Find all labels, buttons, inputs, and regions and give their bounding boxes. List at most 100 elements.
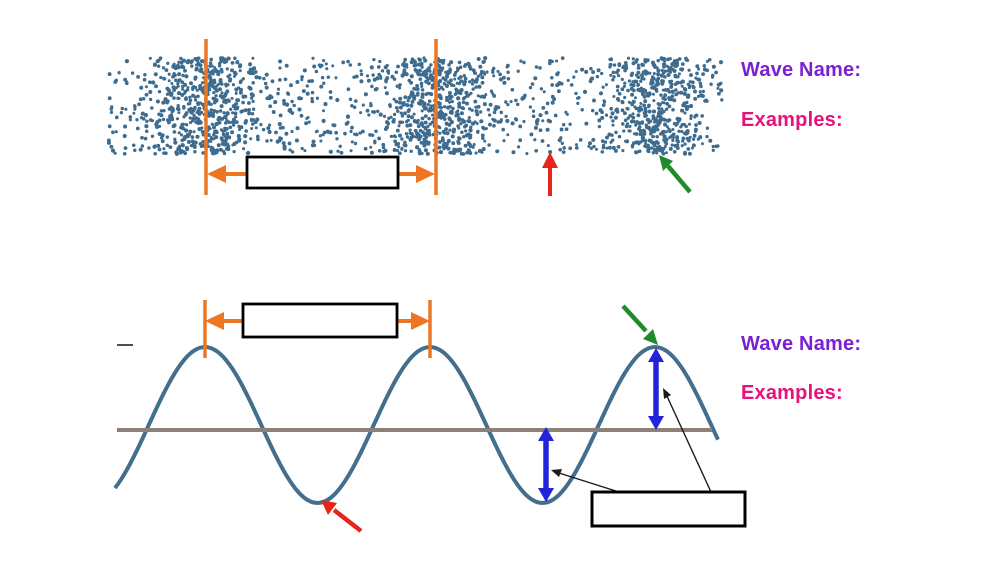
gas-particle-dot <box>655 89 659 93</box>
gas-particle-dot <box>608 57 612 61</box>
gas-particle-dot <box>167 79 171 83</box>
gas-particle-dot <box>399 111 403 115</box>
gas-particle-dot <box>369 150 374 155</box>
gas-particle-dot <box>462 135 466 139</box>
gas-particle-dot <box>148 97 153 102</box>
gas-particle-dot <box>409 115 414 120</box>
compression-pointer-arrow <box>659 155 692 194</box>
gas-particle-dot <box>613 148 618 153</box>
gas-particle-dot <box>297 107 302 112</box>
gas-particle-dot <box>511 150 516 155</box>
gas-particle-dot <box>213 129 217 134</box>
gas-particle-dot <box>114 130 118 134</box>
gas-particle-dot <box>656 68 661 73</box>
gas-particle-dot <box>418 68 422 72</box>
gas-particle-dot <box>220 95 225 100</box>
gas-particle-dot <box>276 91 280 96</box>
gas-particle-dot <box>677 129 681 133</box>
wavelength-answer-box-bottom[interactable] <box>241 302 399 339</box>
gas-particle-dot <box>460 130 464 135</box>
gas-particle-dot <box>288 109 293 114</box>
gas-particle-dot <box>623 95 627 100</box>
gas-particle-dot <box>180 122 185 127</box>
gas-particle-dot <box>441 87 445 91</box>
gas-particle-dot <box>438 79 443 84</box>
gas-particle-dot <box>452 151 456 156</box>
gas-particle-dot <box>483 139 487 143</box>
gas-particle-dot <box>656 141 660 145</box>
gas-particle-dot <box>365 108 370 113</box>
wave-name-label-bottom: Wave Name: <box>741 333 862 355</box>
gas-particle-dot <box>518 138 523 143</box>
gas-particle-dot <box>620 87 625 92</box>
gas-particle-dot <box>597 118 602 123</box>
gas-particle-dot <box>128 118 132 122</box>
gas-particle-dot <box>218 109 223 113</box>
gas-particle-dot <box>628 124 632 128</box>
gas-particle-dot <box>207 102 211 106</box>
wavelength-arrow-bottom-head-left <box>205 312 224 330</box>
wave-name-label-top: Wave Name: <box>741 59 862 81</box>
gas-particle-dot <box>166 61 170 65</box>
gas-particle-dot <box>214 69 219 74</box>
gas-particle-dot <box>439 109 443 114</box>
gas-particle-dot <box>402 101 406 105</box>
gas-particle-dot <box>480 75 485 80</box>
gas-particle-dot <box>416 118 420 123</box>
gas-particle-dot <box>182 137 187 141</box>
gas-particle-dot <box>708 138 713 143</box>
gas-particle-dot <box>269 138 273 142</box>
gas-particle-dot <box>212 91 216 95</box>
gas-particle-dot <box>689 117 693 121</box>
gas-particle-dot <box>181 73 185 78</box>
gas-particle-dot <box>510 121 515 126</box>
amplitude-arrow-crest-head-top <box>648 348 664 362</box>
gas-particle-dot <box>365 74 370 78</box>
gas-particle-dot <box>183 91 187 95</box>
gas-particle-dot <box>447 94 452 98</box>
gas-particle-dot <box>422 56 426 60</box>
gas-particle-dot <box>409 103 414 108</box>
gas-particle-dot <box>416 124 421 129</box>
gas-particle-dot <box>359 111 363 115</box>
gas-particle-dot <box>161 100 166 105</box>
gas-particle-dot <box>274 130 278 135</box>
gas-particle-dot <box>185 134 190 139</box>
gas-particle-dot <box>691 143 696 148</box>
gas-particle-dot <box>667 118 672 122</box>
gas-particle-dot <box>268 104 273 109</box>
gas-particle-dot <box>525 152 529 156</box>
gas-particle-dot <box>248 67 253 72</box>
gas-particle-dot <box>170 82 174 85</box>
gas-particle-dot <box>196 94 200 99</box>
gas-particle-dot <box>107 96 112 101</box>
gas-particle-dot <box>671 138 675 143</box>
gas-particle-dot <box>442 81 447 86</box>
gas-particle-dot <box>185 60 190 65</box>
gas-particle-dot <box>680 130 684 134</box>
gas-particle-dot <box>324 62 328 66</box>
gas-particle-dot <box>476 74 480 78</box>
gas-particle-dot <box>408 137 413 142</box>
gas-particle-dot <box>681 136 686 141</box>
gas-particle-dot <box>239 79 243 84</box>
gas-particle-dot <box>457 136 461 140</box>
gas-particle-dot <box>402 68 407 72</box>
gas-particle-dot <box>178 150 183 155</box>
gas-particle-dot <box>448 67 452 71</box>
gas-particle-dot <box>449 60 454 65</box>
gas-particle-dot <box>592 144 596 149</box>
gas-particle-dot <box>344 121 349 126</box>
gas-particle-dot <box>184 74 189 79</box>
gas-particle-dot <box>243 134 248 139</box>
gas-particle-dot <box>569 83 574 87</box>
gas-particle-dot <box>531 114 536 119</box>
amplitude-answer-box[interactable] <box>590 490 747 528</box>
gas-particle-dot <box>250 126 254 131</box>
gas-particle-dot <box>192 144 197 149</box>
gas-particle-dot <box>151 80 156 85</box>
wavelength-answer-box-top[interactable] <box>245 155 400 190</box>
gas-particle-dot <box>186 102 191 106</box>
gas-particle-dot <box>369 101 373 106</box>
gas-particle-dot <box>675 61 680 65</box>
